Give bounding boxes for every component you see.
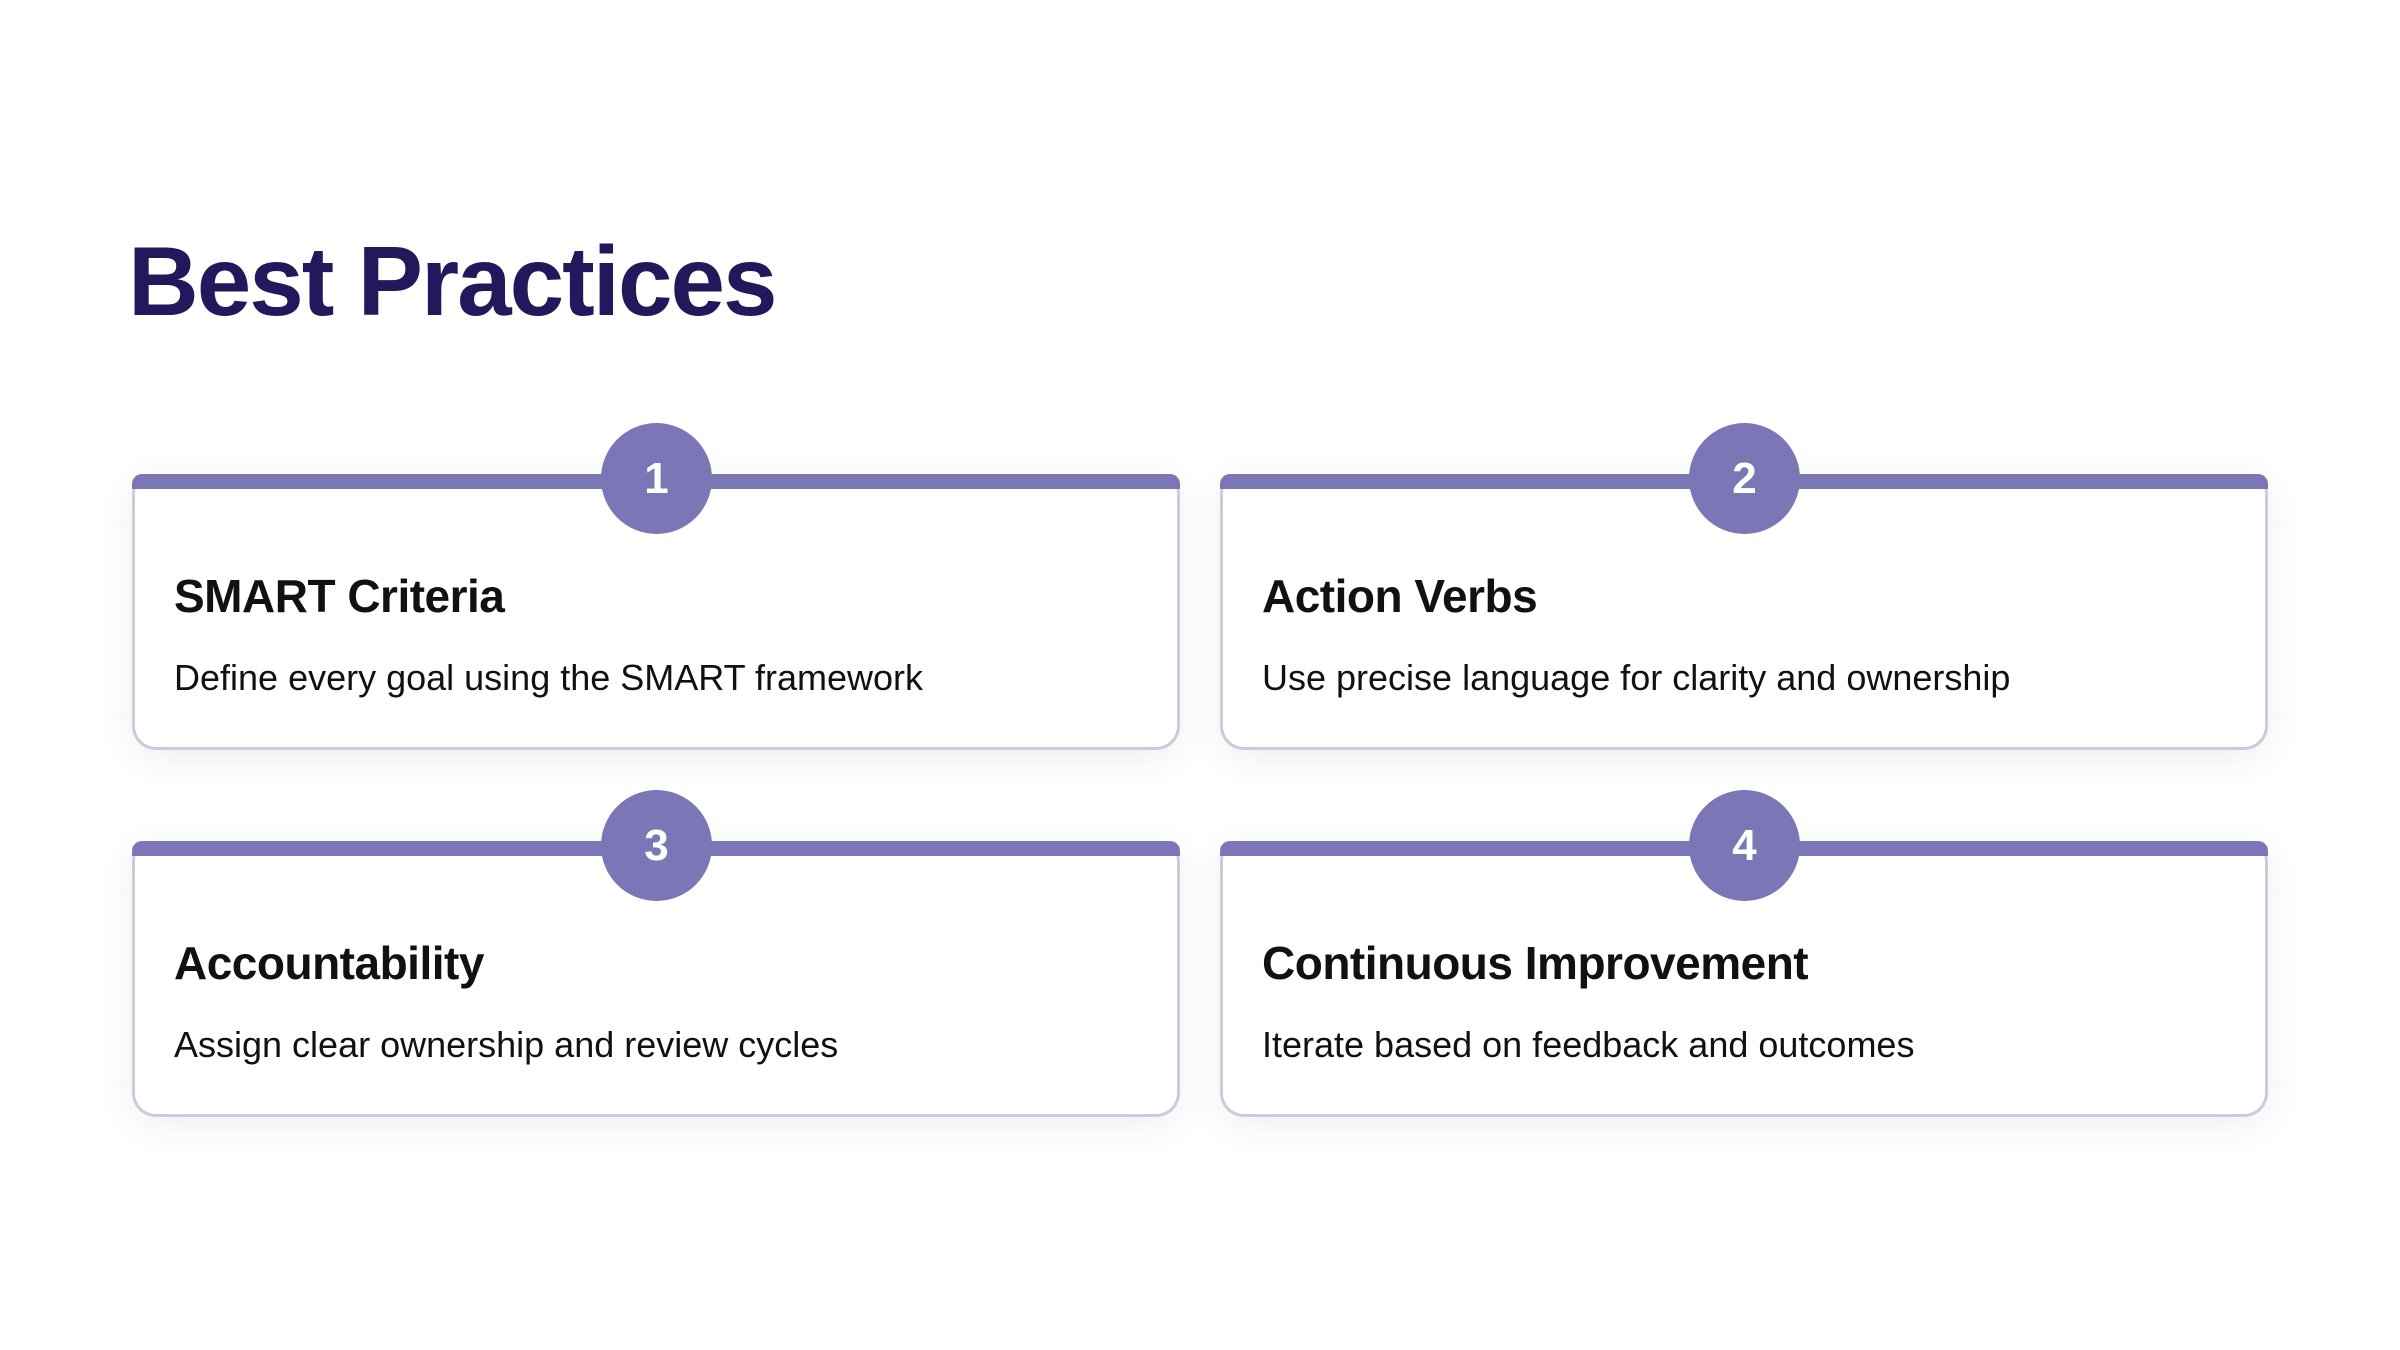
card-heading: Accountability (174, 937, 484, 989)
practice-card-2: 2 Action Verbs Use precise language for … (1220, 423, 2268, 750)
card-heading: Action Verbs (1262, 570, 1538, 622)
card-description: Define every goal using the SMART framew… (174, 657, 924, 698)
card-heading: Continuous Improvement (1262, 937, 1809, 989)
card-description: Assign clear ownership and review cycles (174, 1024, 839, 1065)
card-heading: SMART Criteria (174, 570, 505, 622)
practice-card-3: 3 Accountability Assign clear ownership … (132, 790, 1180, 1117)
practice-card-1: 1 SMART Criteria Define every goal using… (132, 423, 1180, 750)
card-description: Iterate based on feedback and outcomes (1262, 1024, 1915, 1065)
card-description: Use precise language for clarity and own… (1262, 657, 2011, 698)
step-number-badge: 1 (601, 423, 712, 534)
step-number-badge: 3 (601, 790, 712, 901)
step-number-badge: 4 (1689, 790, 1800, 901)
practice-card-4: 4 Continuous Improvement Iterate based o… (1220, 790, 2268, 1117)
page-title: Best Practices (128, 226, 778, 336)
step-number-badge: 2 (1689, 423, 1800, 534)
